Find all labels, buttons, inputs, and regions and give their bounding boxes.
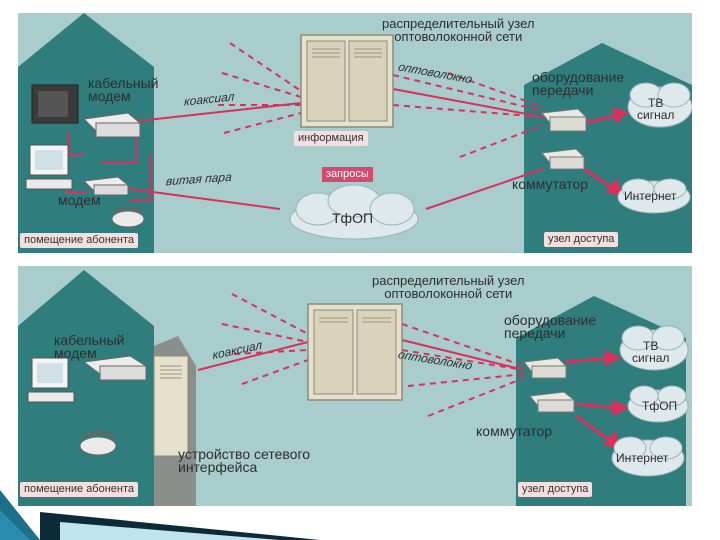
cable-modem-label: кабельный модем (54, 332, 125, 362)
access-node-badge: узел доступа (518, 482, 593, 497)
pstn-arrow (573, 402, 619, 410)
dialup-modem-device (82, 176, 130, 196)
switch-label: коммутатор (476, 423, 553, 439)
cable-modem-device (82, 355, 148, 381)
distribution-hub-cabinet (307, 303, 403, 401)
slide-corner-decoration (0, 490, 320, 540)
internet-arrow (575, 414, 613, 444)
hub-label: распределительный узел оптоволоконной се… (382, 16, 535, 44)
switch-device (529, 391, 576, 413)
tv-signal-label: ТВ сигнал (632, 339, 670, 365)
cable-modem-label: кабельный модем (88, 75, 159, 105)
twisted-pair-line (129, 188, 281, 210)
pstn-label: ТфОП (642, 399, 678, 413)
pstn-cloud-shape (289, 184, 419, 240)
signal-lines-left (218, 42, 302, 134)
information-badge: информация (294, 131, 368, 146)
equipment-label: оборудование передачи (504, 312, 597, 342)
fiber-line (392, 88, 544, 118)
computer-device (27, 357, 75, 403)
panel-bottom-graphics (18, 270, 689, 506)
switch-label: коммутатор (512, 176, 589, 192)
internet-label: Интернет (616, 451, 669, 465)
diagram-panel-top: распределительный узел оптоволоконной се… (18, 13, 692, 253)
modem-label: модем (58, 192, 101, 208)
subscriber-house-shape (18, 270, 154, 506)
tv-cloud-shape (627, 82, 692, 128)
pstn-cloud-shape (627, 385, 689, 423)
coax-line (197, 341, 309, 371)
subscriber-room-badge: помещение абонента (20, 482, 139, 497)
signal-lines-right (401, 323, 525, 417)
subscriber-room-badge: помещение абонента (20, 233, 139, 248)
internet-cloud-shape (617, 178, 691, 214)
tv-set-device (31, 84, 79, 124)
nid-label: устройство сетевого интерфейса (178, 446, 311, 476)
tv-cloud-shape (619, 325, 689, 371)
diagram-panel-bottom: распределительный узел оптоволоконной се… (18, 266, 692, 506)
cable-modem-device (82, 112, 142, 138)
hub-label: распределительный узел оптоволоконной се… (372, 273, 525, 301)
requests-badge: запросы (322, 167, 373, 182)
tv-arrow (565, 356, 611, 364)
fiber-line (401, 339, 525, 371)
computer-device (25, 144, 73, 190)
internet-label: Интернет (624, 189, 677, 203)
coax-line (137, 102, 302, 122)
equipment-label: оборудование передачи (532, 69, 625, 99)
tv-signal-label: ТВ сигнал (637, 96, 675, 122)
signal-lines-right (392, 72, 544, 158)
internet-cloud-shape (611, 436, 685, 477)
telephone-device (79, 430, 117, 456)
tv-arrow (583, 113, 619, 125)
signal-lines-left (221, 293, 309, 385)
distribution-hub-cabinet (300, 34, 394, 128)
pstn-label: ТфОП (332, 210, 374, 226)
telephone-device (111, 206, 145, 228)
network-interface-device (153, 336, 196, 506)
transmission-equipment-device (541, 108, 588, 132)
panel-top-graphics (18, 13, 692, 253)
access-node-badge: узел доступа (544, 232, 619, 247)
transmission-equipment-device (523, 357, 568, 379)
pstn-switch-line (425, 168, 544, 210)
switch-device (541, 148, 586, 170)
internet-arrow (583, 167, 615, 191)
